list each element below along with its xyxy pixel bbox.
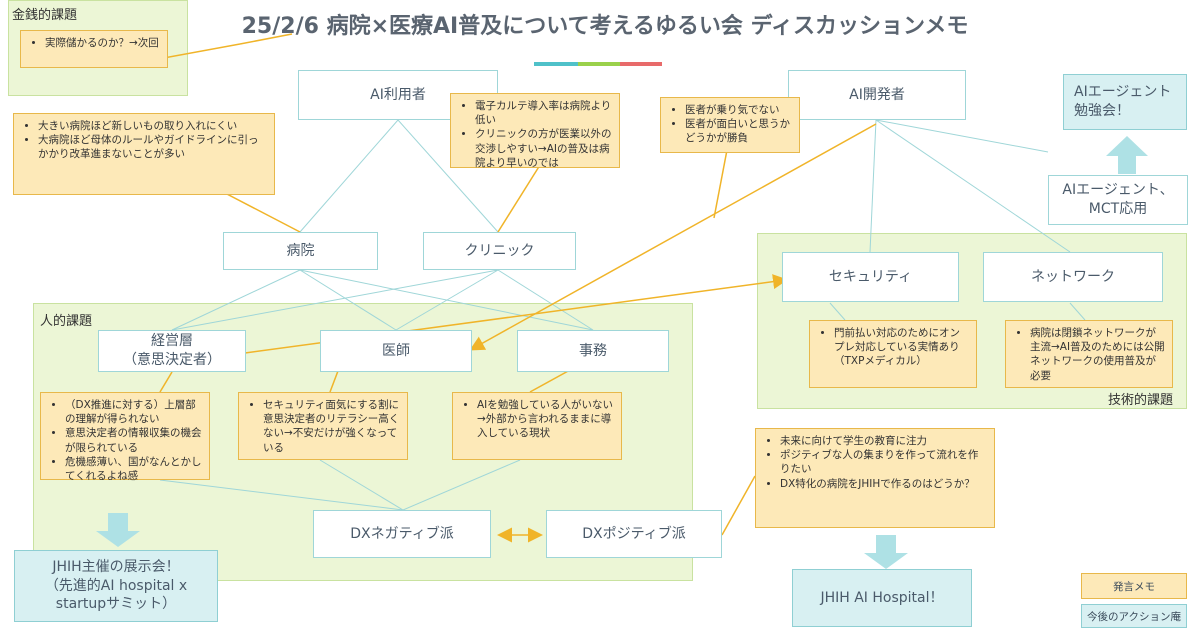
note-item: 医者が乗り気でない (685, 103, 793, 117)
note-money: 実際儲かるのか？→次回 (20, 30, 168, 68)
down-arrow-right-shaft (876, 535, 896, 553)
up-arrow-icon (1118, 156, 1136, 174)
node-security: セキュリティ (782, 252, 959, 302)
note-network: 病院は閉鎖ネットワークが主流→AI普及のためには公開ネットワークの使用普及が必要 (1005, 320, 1173, 388)
title-underline-teal (534, 62, 578, 66)
note-positive: 未来に向けて学生の教育に注力 ポジティブな人の集まりを作って流れを作りたい DX… (755, 428, 995, 528)
node-ai-developers: AI開発者 (788, 70, 966, 120)
node-dx-positive: DXポジティブ派 (546, 510, 722, 558)
note-item: 大きい病院ほど新しいもの取り入れにくい (38, 119, 268, 133)
note-item: クリニックの方が医業以外の交渉しやすい→AIの普及は病院より早いのでは (475, 127, 613, 170)
node-hospital: 病院 (223, 232, 378, 270)
node-agent-mct: AIエージェント、 MCT応用 (1048, 175, 1188, 225)
note-item: 未来に向けて学生の教育に注力 (780, 434, 988, 448)
node-network: ネットワーク (983, 252, 1163, 302)
title-underline-red (620, 62, 662, 66)
region-tech-label: 技術的課題 (1108, 393, 1174, 408)
action-ai-hospital: JHIH AI Hospital！ (792, 569, 972, 627)
note-office: AIを勉強している人がいない→外部から言われるままに導入している現状 (452, 392, 622, 460)
legend-action: 今後のアクション庵 (1081, 604, 1187, 628)
action-showcase: JHIH主催の展示会！ （先進的AI hospital x startupサミッ… (14, 550, 218, 622)
node-clinic: クリニック (423, 232, 576, 270)
note-item: AIを勉強している人がいない→外部から言われるままに導入している現状 (477, 398, 615, 441)
note-security: 門前払い対応のためにオンプレ対応している実情あり（TXPメディカル） (809, 320, 977, 388)
note-money-item: 実際儲かるのか？→次回 (45, 36, 161, 50)
down-arrow-left-shaft (108, 513, 128, 531)
node-doctor: 医師 (320, 330, 472, 372)
note-item: DX特化の病院をJHIHで作るのはどうか？ (780, 477, 988, 491)
down-arrow-right-icon (864, 553, 908, 569)
node-dx-negative: DXネガティブ派 (313, 510, 491, 558)
page-title: 25/2/6 病院×医療AI普及について考えるゆるい会 ディスカッションメモ (241, 14, 969, 39)
note-emr: 電子カルテ導入率は病院より低い クリニックの方が医業以外の交渉しやすい→AIの普… (450, 93, 620, 170)
note-doctor: セキュリティ面気にする割に意思決定者のリテラシー高くない→不安だけが強くなってい… (238, 392, 408, 460)
title-underline-green (578, 62, 620, 66)
note-item: ポジティブな人の集まりを作って流れを作りたい (780, 448, 988, 476)
note-item: 病院は閉鎖ネットワークが主流→AI普及のためには公開ネットワークの使用普及が必要 (1030, 326, 1166, 383)
note-item: 医者が面白いと思うかどうかが勝負 (685, 117, 793, 145)
note-item: セキュリティ面気にする割に意思決定者のリテラシー高くない→不安だけが強くなってい… (263, 398, 401, 455)
note-item: 門前払い対応のためにオンプレ対応している実情あり（TXPメディカル） (834, 326, 970, 369)
note-big-hospital: 大きい病院ほど新しいもの取り入れにくい 大病院ほど母体のルールやガイドラインに引… (13, 113, 275, 195)
action-agent-study: AIエージェント 勉強会！ (1063, 74, 1187, 130)
down-arrow-left-icon (96, 531, 140, 547)
note-management: （DX推進に対する）上層部の理解が得られない 意思決定者の情報収集の機会が限られ… (40, 392, 210, 483)
note-item: 電子カルテ導入率は病院より低い (475, 99, 613, 127)
note-item: 意思決定者の情報収集の機会が限られている (65, 426, 203, 454)
region-human-label: 人的課題 (40, 314, 93, 329)
node-office: 事務 (517, 330, 669, 372)
node-management: 経営層 （意思決定者） (98, 330, 246, 372)
region-money-label: 金銭的課題 (12, 8, 78, 23)
up-arrow-head (1106, 136, 1148, 156)
note-doctors-motivation: 医者が乗り気でない 医者が面白いと思うかどうかが勝負 (660, 97, 800, 153)
note-item: 大病院ほど母体のルールやガイドラインに引っかかり改革進まないことが多い (38, 133, 268, 161)
legend-remark: 発言メモ (1081, 573, 1187, 599)
note-item: 危機感薄い、国がなんとかしてくれるよね感 (65, 455, 203, 483)
note-item: （DX推進に対する）上層部の理解が得られない (65, 398, 203, 426)
